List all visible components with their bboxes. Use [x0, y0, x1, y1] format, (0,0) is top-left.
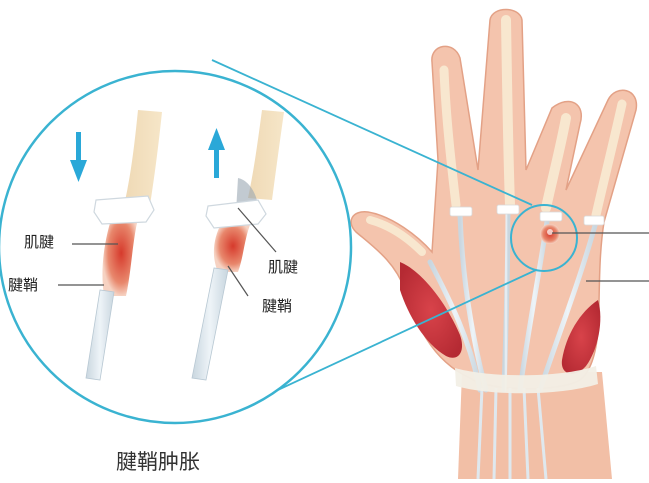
label-right-sheath: 腱鞘	[262, 297, 292, 315]
hand	[351, 10, 636, 480]
middle-finger-highlight	[506, 20, 510, 205]
left-pulley	[94, 196, 154, 224]
label-right-tendon: 肌腱	[268, 258, 298, 276]
label-left-tendon: 肌腱	[24, 233, 54, 251]
caption: 腱鞘肿胀	[116, 450, 200, 474]
label-left-sheath: 腱鞘	[8, 276, 38, 294]
